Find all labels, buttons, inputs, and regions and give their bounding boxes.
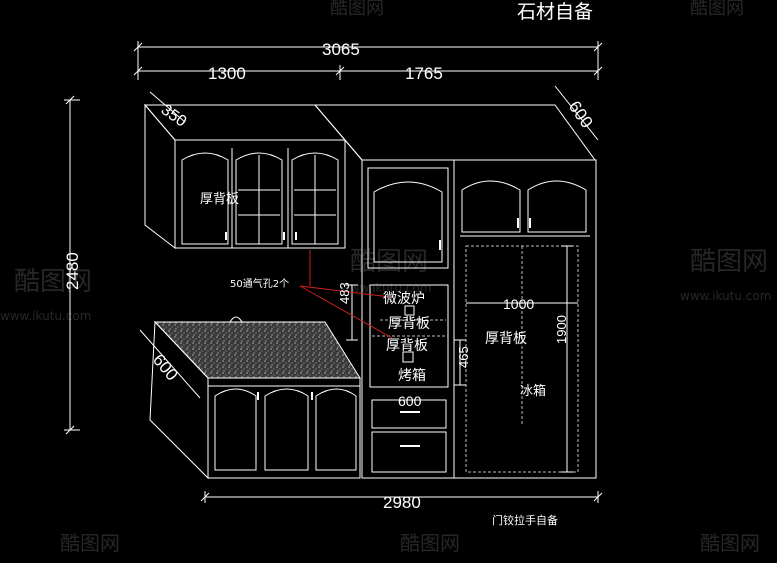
watermark-brand: 酷图网 <box>690 247 768 277</box>
label-shelf-back-2: 厚背板 <box>386 338 428 354</box>
dim-tall-depth: 600 <box>565 97 597 131</box>
label-oven: 烤箱 <box>398 368 426 384</box>
watermark-layer: 酷图网 酷图网 酷图网 www.ikutu.com 酷图网 www.ikutu.… <box>0 0 771 555</box>
appliance-zones <box>372 245 579 473</box>
appliance-symbols <box>402 305 415 363</box>
label-shelf-back-1: 厚背板 <box>388 316 430 332</box>
footer-note: 门铰拉手自备 <box>492 513 558 527</box>
dim-fridge-width: 1000 <box>503 296 534 312</box>
label-fridge-back: 厚背板 <box>485 331 527 347</box>
dim-oven-height: 465 <box>456 346 471 368</box>
label-microwave: 微波炉 <box>383 291 425 307</box>
dim-left-width: 1300 <box>208 64 246 83</box>
dim-total-bottom: 2980 <box>383 493 421 512</box>
dim-vent-height: 483 <box>337 282 352 304</box>
cabinet-outlines <box>143 103 597 480</box>
watermark-brand: 酷图网 <box>14 267 92 297</box>
watermark-brand: 酷图网 <box>690 0 744 19</box>
inner-dimension-lines <box>346 245 578 473</box>
dim-base-depth: 600 <box>149 350 182 384</box>
dim-drawer-width: 600 <box>398 393 422 409</box>
watermark-url: www.ikutu.com <box>680 289 771 303</box>
leader-lines <box>299 250 393 339</box>
dim-upper-depth: 350 <box>158 101 190 130</box>
drawing-title: 石材自备 <box>517 1 593 23</box>
watermark-brand: 酷图网 <box>400 531 460 555</box>
label-fridge: 冰箱 <box>520 383 546 399</box>
label-vent-holes: 50通气孔2个 <box>230 277 289 290</box>
watermark-brand: 酷图网 <box>330 0 384 19</box>
label-upper-back: 厚背板 <box>200 192 239 207</box>
watermark-url: www.ikutu.com <box>0 309 91 323</box>
dim-right-width: 1765 <box>405 64 443 83</box>
dimension-lines <box>64 41 603 503</box>
dim-total-height: 2480 <box>63 252 82 290</box>
dim-total-top: 3065 <box>322 40 360 59</box>
watermark-brand: 酷图网 <box>700 531 760 555</box>
watermark-brand: 酷图网 <box>60 531 120 555</box>
dim-fridge-height: 1900 <box>554 315 569 344</box>
